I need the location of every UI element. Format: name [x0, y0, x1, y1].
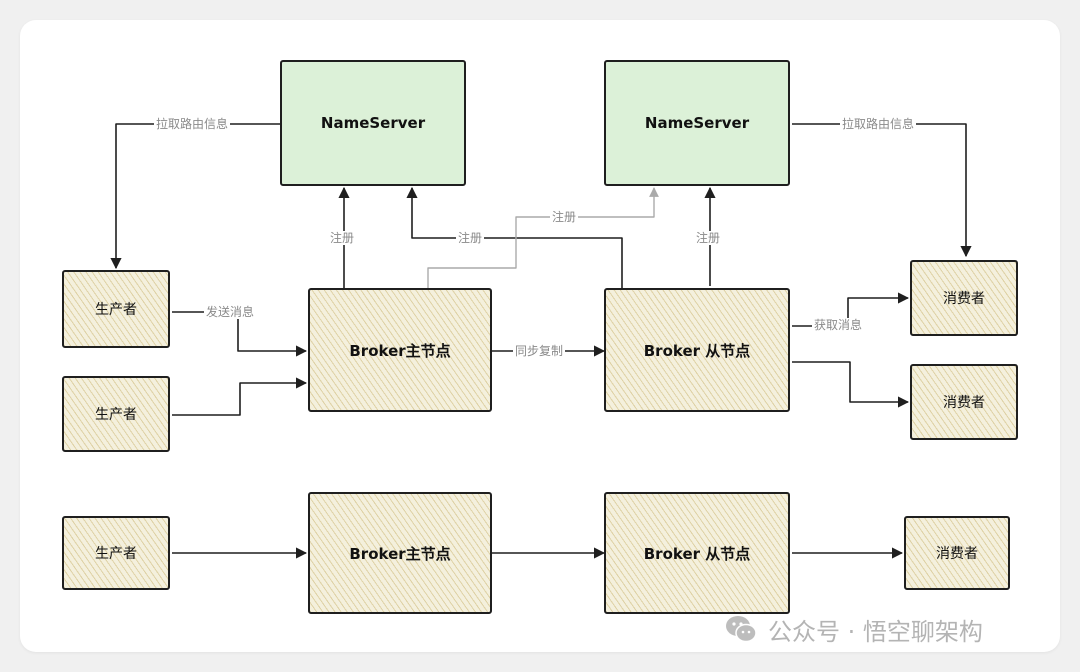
edge-label-send-message: 发送消息: [204, 305, 257, 319]
consumer-node-1: 消费者: [910, 260, 1018, 336]
wechat-icon: [726, 616, 757, 643]
producer-node-2: 生产者: [62, 376, 170, 452]
consumer-node-3: 消费者: [904, 516, 1010, 590]
consumer-node-2: 消费者: [910, 364, 1018, 440]
edge-register-slave-cross: [406, 186, 623, 288]
edge-label-register-master: 注册: [328, 231, 357, 245]
broker-slave-node-top: Broker 从节点: [604, 288, 790, 412]
node-label: 生产者: [95, 302, 137, 318]
watermark-text: 公众号 · 悟空聊架构: [768, 617, 983, 646]
node-label: Broker 从节点: [643, 341, 751, 360]
node-label: 消费者: [936, 546, 978, 562]
edge-pull-route-right: [792, 123, 972, 258]
edge-label-register-master-cross: 注册: [550, 210, 579, 224]
nameserver-node-right: NameServer: [604, 60, 790, 186]
node-label: NameServer: [644, 114, 750, 132]
node-label: Broker主节点: [349, 341, 451, 360]
edge-register-master-cross: [427, 187, 659, 288]
producer-node-1: 生产者: [62, 270, 170, 348]
broker-master-node-top: Broker主节点: [308, 288, 492, 412]
edge-label-fetch-message: 获取消息: [812, 318, 865, 332]
edge-label-register-slave: 注册: [694, 231, 723, 245]
producer-node-3: 生产者: [62, 516, 170, 590]
edge-label-pull-route-right: 拉取路由信息: [840, 117, 917, 131]
node-label: NameServer: [320, 114, 426, 132]
edge-label-sync-replicate: 同步复制: [513, 344, 566, 358]
edge-producer2-to-master: [172, 377, 308, 416]
node-label: 生产者: [95, 546, 137, 562]
edge-label-pull-route-left: 拉取路由信息: [154, 117, 231, 131]
edge-label-register-slave-cross: 注册: [456, 231, 485, 245]
edge-slave-to-consumer2: [792, 361, 910, 408]
broker-slave-node-bottom: Broker 从节点: [604, 492, 790, 614]
broker-master-node-bottom: Broker主节点: [308, 492, 492, 614]
node-label: Broker主节点: [349, 544, 451, 563]
node-label: 生产者: [95, 407, 137, 423]
node-label: 消费者: [943, 291, 985, 307]
edge-pull-route-left: [110, 123, 280, 270]
nameserver-node-left: NameServer: [280, 60, 466, 186]
node-label: Broker 从节点: [643, 544, 751, 563]
watermark: 公众号 · 悟空聊架构: [724, 612, 983, 646]
node-label: 消费者: [943, 395, 985, 411]
